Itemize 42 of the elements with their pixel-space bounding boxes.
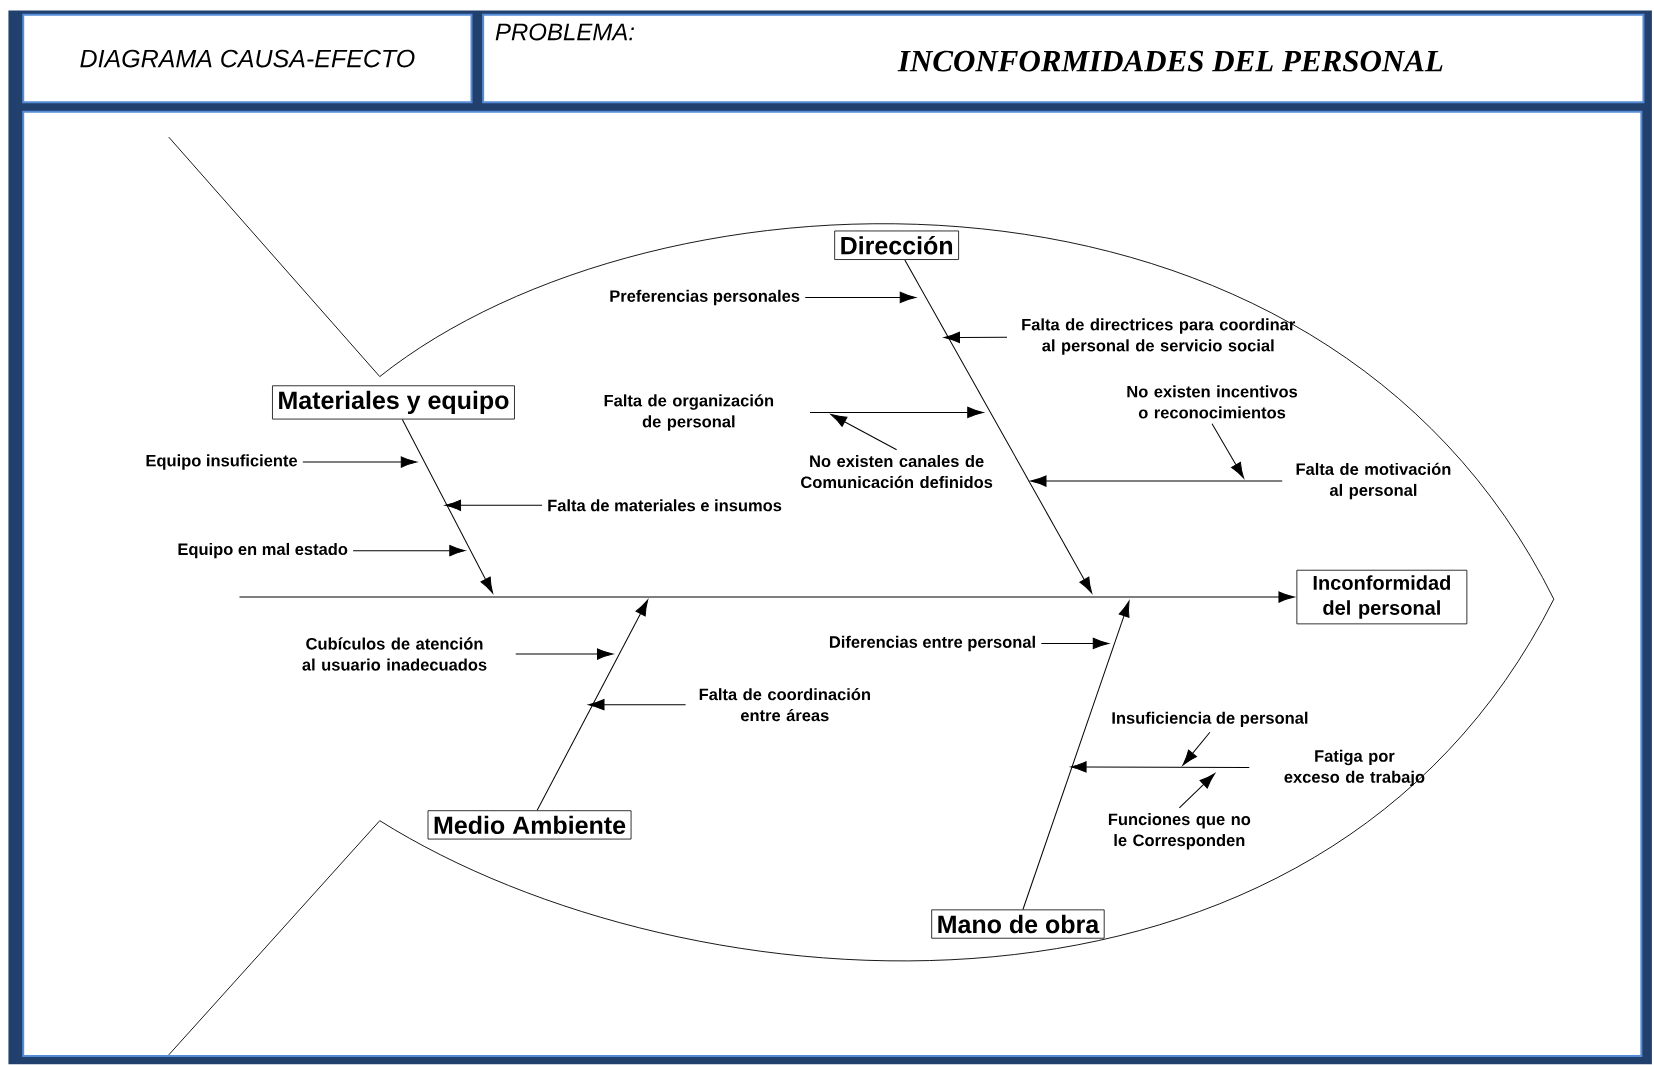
arrow: [904, 259, 1093, 594]
arrow: [830, 413, 898, 451]
arrow: [352, 544, 466, 557]
cause-label: Falta de materiales e insumos: [548, 499, 782, 512]
arrow: [1030, 475, 1283, 487]
category-box: Materiales y equipo: [272, 385, 515, 420]
header-box: PROBLEMA: INCONFORMIDADES DEL PERSONAL: [482, 13, 1645, 104]
effect-box: Inconformidad del personal: [1296, 569, 1468, 625]
cause-label: Insuficiencia de personal: [1112, 711, 1308, 727]
arrow: [1178, 773, 1216, 809]
arrow: [302, 456, 417, 468]
category-box: Dirección: [834, 230, 959, 260]
arrow: [515, 648, 614, 660]
cause-label: Diferencias entre personal: [829, 635, 1035, 651]
cause-label: Falta de directrices para coordinar al personal de servicio social: [1022, 318, 1296, 355]
arrow: [588, 698, 687, 711]
arrow: [238, 591, 1295, 603]
arrow: [943, 331, 1008, 343]
category-box: Medio Ambiente: [427, 810, 632, 840]
cause-label: Cubículos de atención al usuario inadecuados: [302, 637, 487, 671]
arrow: [1040, 637, 1109, 649]
arrow: [401, 418, 494, 594]
arrow: [1182, 731, 1211, 766]
cause-label: Fatiga por exceso de trabajo: [1284, 749, 1425, 786]
arrow: [536, 599, 649, 811]
cause-label: Preferencias personales: [610, 289, 800, 305]
cause-label: Falta de motivación al personal: [1296, 462, 1451, 500]
arrow: [1070, 761, 1250, 773]
cause-label: No existen canales de Comunicación definidos: [801, 454, 993, 488]
arrow: [1211, 422, 1245, 479]
arrow: [444, 499, 543, 511]
arrow: [1022, 600, 1130, 910]
cause-label: Falta de organización de personal: [604, 394, 774, 431]
cause-label: Equipo en mal estado: [178, 542, 348, 559]
cause-label: Equipo insuficiente: [146, 454, 298, 470]
cause-label: Falta de coordinación entre áreas: [699, 687, 870, 722]
cause-label: Funciones que no le Corresponden: [1108, 812, 1251, 850]
header-box: DIAGRAMA CAUSA-EFECTO: [22, 13, 473, 104]
arrow: [809, 406, 984, 418]
category-box: Mano de obra: [931, 909, 1105, 939]
cause-label: No existen incentivos o reconocimientos: [1127, 385, 1298, 419]
arrow: [804, 291, 916, 303]
